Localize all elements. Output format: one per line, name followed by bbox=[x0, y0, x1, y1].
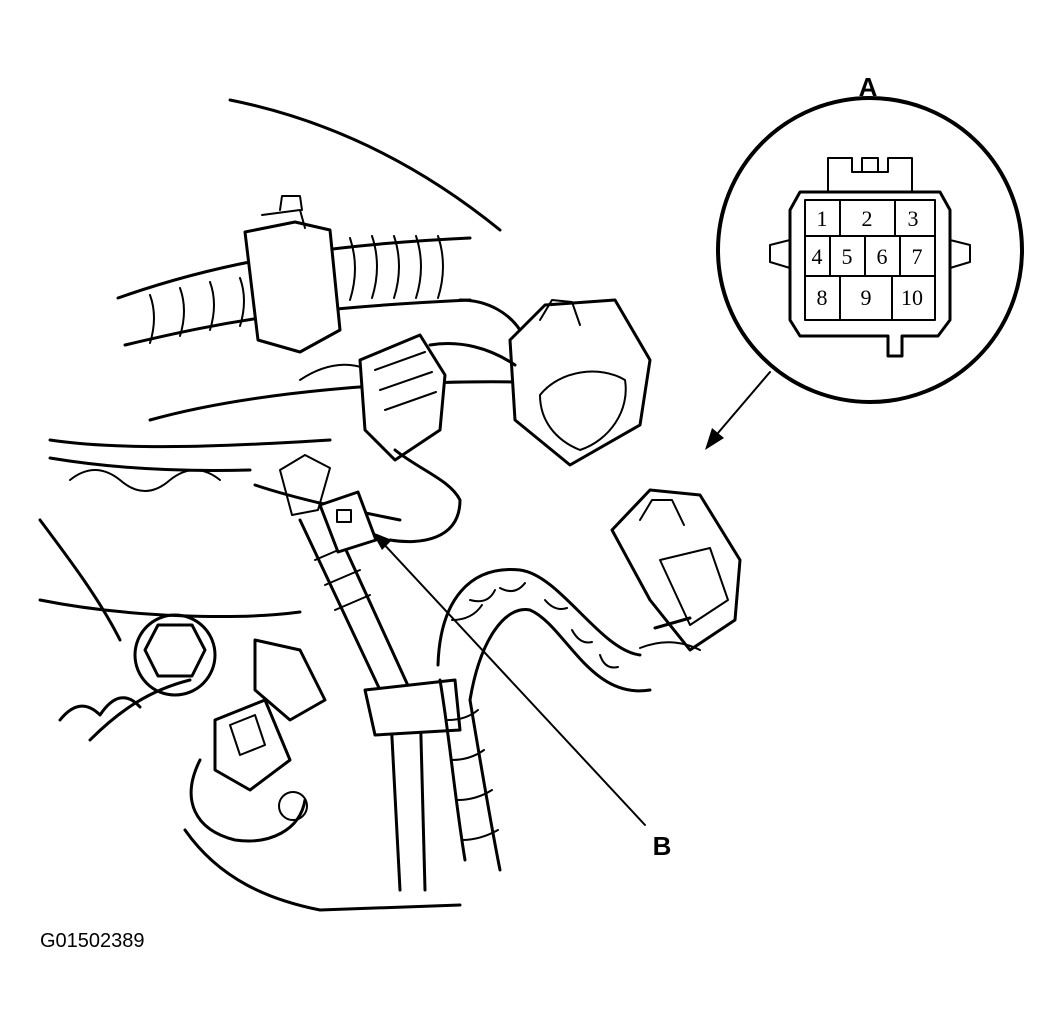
engine-body bbox=[38, 363, 522, 912]
pin-10: 10 bbox=[901, 285, 923, 310]
left-sensor-connector bbox=[133, 613, 327, 843]
upper-sensor-connector bbox=[428, 298, 652, 467]
callout-b: B bbox=[653, 831, 672, 861]
pin-8: 8 bbox=[817, 285, 828, 310]
harness-connector bbox=[610, 488, 742, 652]
pin-9: 9 bbox=[861, 285, 872, 310]
pin-grid bbox=[804, 199, 936, 321]
pin-2: 2 bbox=[862, 206, 873, 231]
pin-3: 3 bbox=[908, 206, 919, 231]
pin-6: 6 bbox=[877, 244, 888, 269]
leader-lines bbox=[372, 371, 771, 826]
pin-7: 7 bbox=[912, 244, 923, 269]
figure-id: G01502389 bbox=[40, 930, 145, 952]
connector-detail-view: 1 2 3 4 5 6 7 8 9 10 bbox=[716, 96, 1024, 404]
pin-1: 1 bbox=[817, 206, 828, 231]
intake-hose bbox=[116, 98, 502, 354]
harness-stem bbox=[298, 513, 462, 892]
pin-4: 4 bbox=[812, 244, 823, 269]
harness-clamp bbox=[318, 490, 378, 554]
pin-5: 5 bbox=[842, 244, 853, 269]
callout-a: A bbox=[859, 72, 878, 102]
main-harness bbox=[436, 568, 652, 872]
